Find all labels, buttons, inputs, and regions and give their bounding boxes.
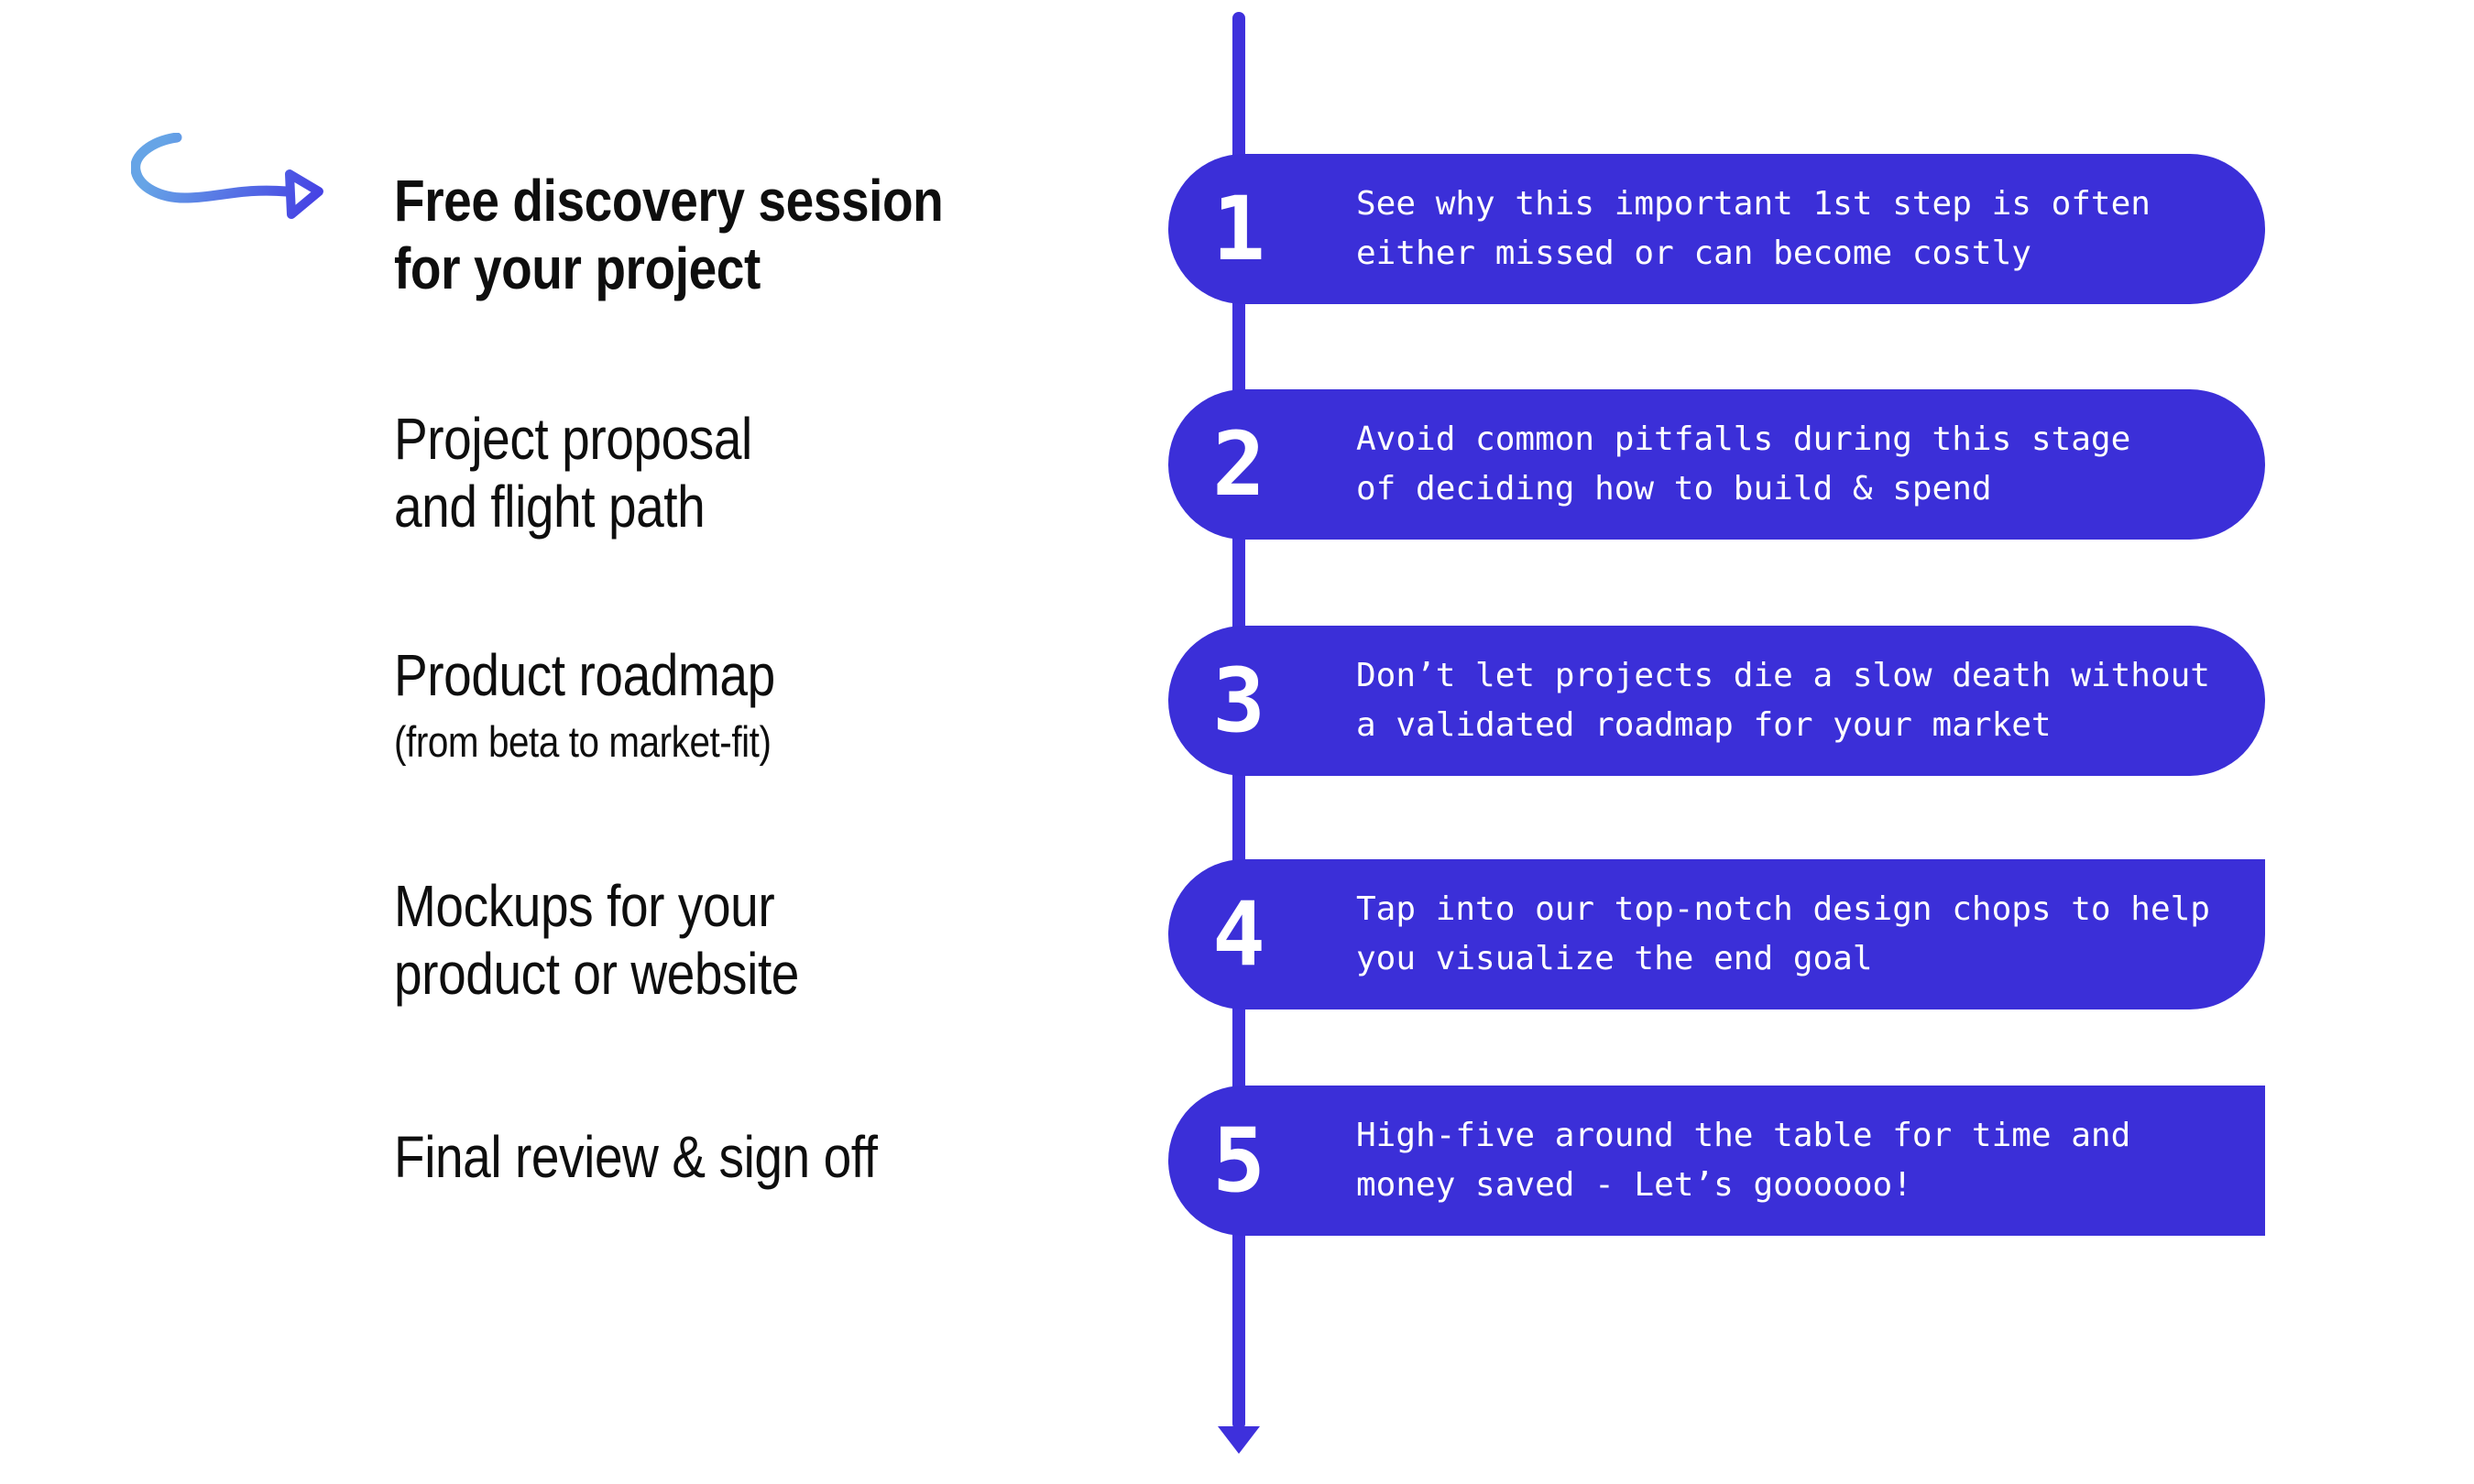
step-description: High-five around the table for time and … xyxy=(1356,1117,2131,1204)
curved-arrow-icon xyxy=(131,133,323,219)
step-pill: 5 High-five around the table for time an… xyxy=(1168,1086,2265,1236)
step-description: Don’t let projects die a slow death with… xyxy=(1356,657,2210,744)
step-sublabel: (from beta to market-fit) xyxy=(394,717,772,766)
down-arrowhead-icon xyxy=(1218,1426,1260,1454)
step-label: Product roadmap xyxy=(394,642,775,708)
step-description: Avoid common pitfalls during this stage … xyxy=(1356,420,2131,507)
step-pill: 2 Avoid common pitfalls during this stag… xyxy=(1168,389,2265,540)
step-number: 2 xyxy=(1212,413,1265,516)
step-description: Tap into our top-notch design chops to h… xyxy=(1356,890,2210,977)
step-pill: 1 See why this important 1st step is oft… xyxy=(1168,154,2265,304)
step-number: 4 xyxy=(1212,883,1265,986)
step-number: 1 xyxy=(1212,178,1265,280)
step-label: Mockups for your product or website xyxy=(394,873,799,1007)
step-number: 3 xyxy=(1212,649,1265,752)
step-label: Final review & sign off xyxy=(394,1124,878,1190)
step-number: 5 xyxy=(1212,1109,1265,1212)
step-description: See why this important 1st step is often… xyxy=(1356,185,2151,272)
step-label: Project proposal and flight path xyxy=(394,406,752,540)
step-pill: 4 Tap into our top-notch design chops to… xyxy=(1168,859,2265,1009)
step-label: Free discovery session for your project xyxy=(394,168,944,301)
step-pill: 3 Don’t let projects die a slow death wi… xyxy=(1168,626,2265,776)
